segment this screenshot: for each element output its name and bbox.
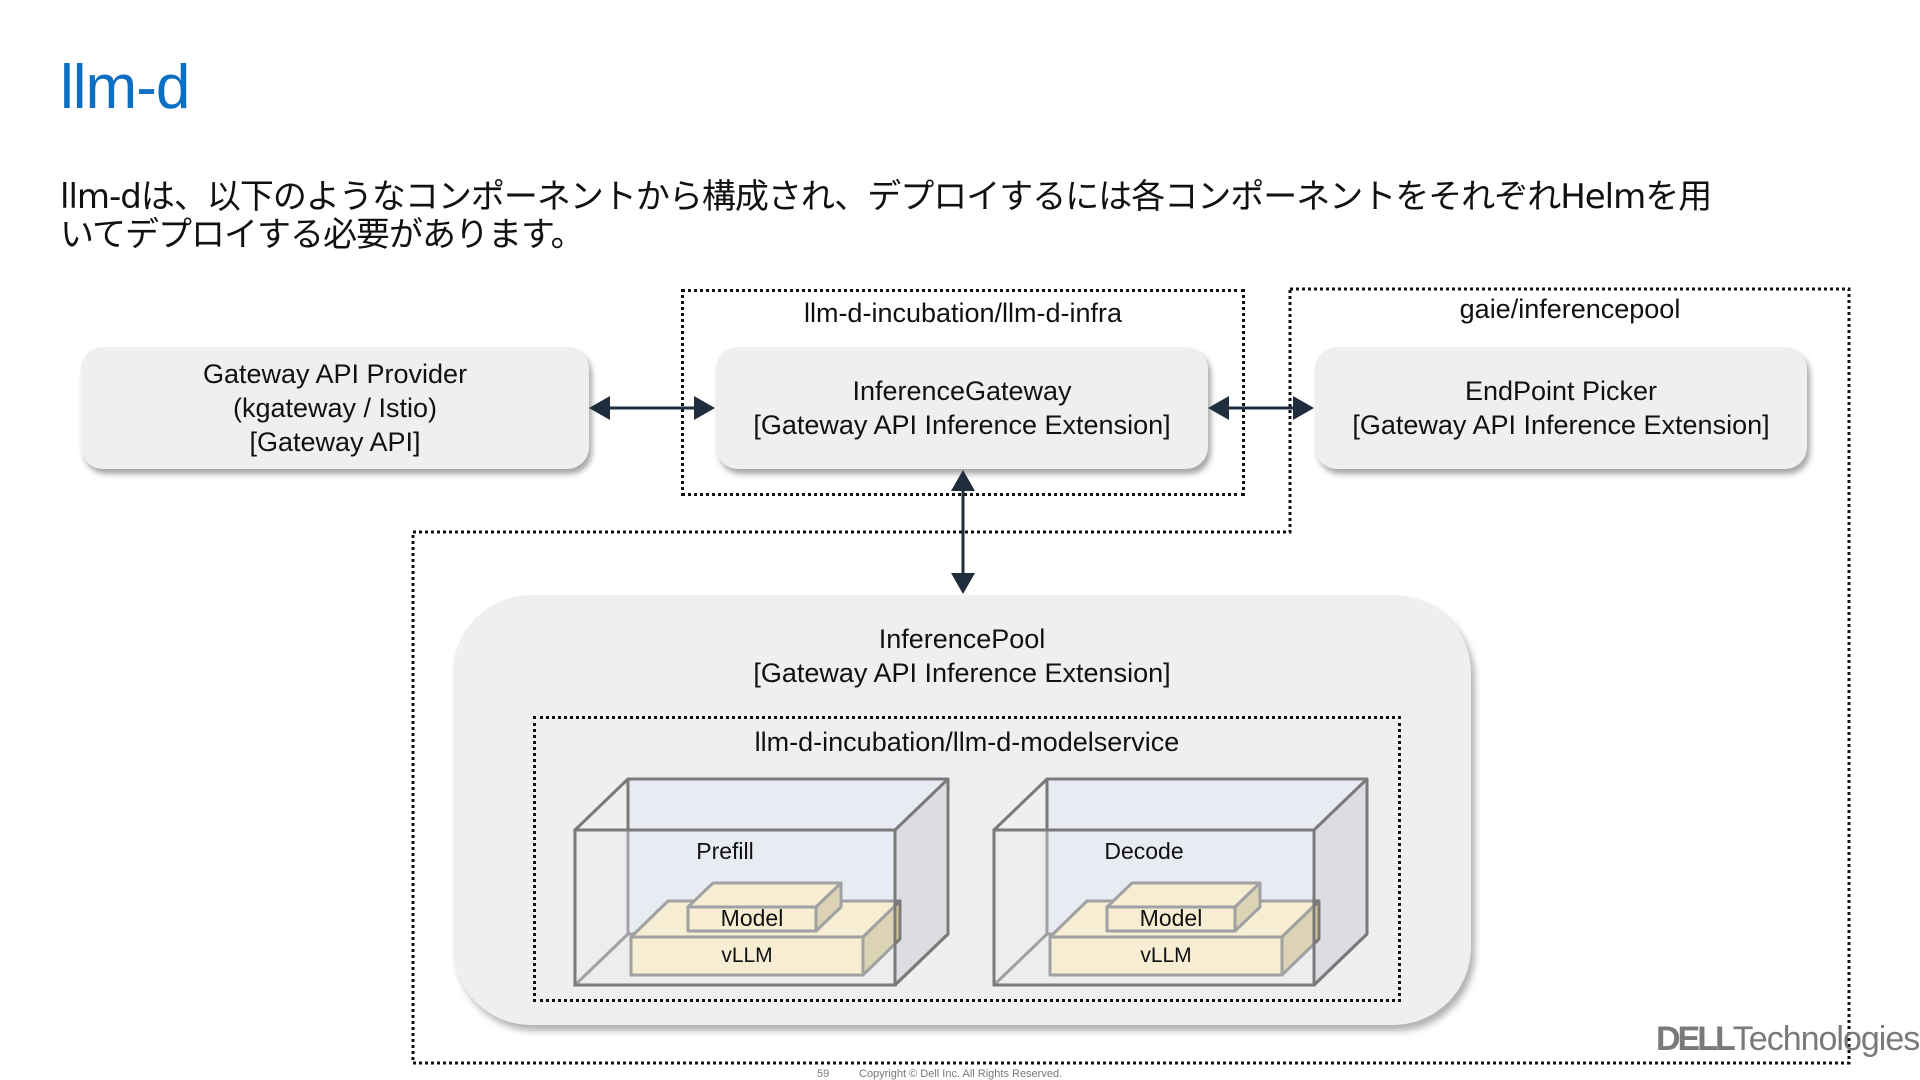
endpoint-picker-line2: [Gateway API Inference Extension]: [1352, 410, 1770, 440]
page-number: 59: [817, 1068, 830, 1080]
inferencepool-group-label: gaie/inferencepool: [1459, 294, 1681, 324]
gateway-provider-line2: (kgateway / Istio): [232, 393, 438, 423]
inference-pool-title: InferencePool [Gateway API Inference Ext…: [453, 622, 1471, 690]
gateway-provider-line1: Gateway API Provider: [202, 359, 468, 389]
inference-gateway-line2: [Gateway API Inference Extension]: [753, 410, 1171, 440]
modelservice-group-label: llm-d-incubation/llm-d-modelservice: [754, 727, 1180, 757]
vllm-label: vLLM: [1140, 944, 1192, 967]
infra-group-label: llm-d-incubation/llm-d-infra: [803, 298, 1123, 328]
endpoint-picker-line1: EndPoint Picker: [1464, 376, 1658, 406]
lead-line-2: いてデプロイする必要があります。: [60, 215, 585, 255]
endpoint-picker-node[interactable]: EndPoint Picker [Gateway API Inference E…: [1315, 347, 1807, 469]
pod-label: Prefill: [696, 838, 754, 864]
modelservice-group: [533, 716, 1401, 1002]
model-slab-front: [1105, 905, 1237, 933]
inference-pool-line2: [Gateway API Inference Extension]: [753, 658, 1171, 688]
pod-cube-front: [573, 828, 897, 987]
gateway-provider-line3: [Gateway API]: [249, 427, 421, 457]
model-label: Model: [1139, 905, 1203, 931]
inference-gateway-node[interactable]: InferenceGateway [Gateway API Inference …: [716, 347, 1208, 469]
logo-brand: DELL: [1656, 1020, 1736, 1058]
logo-suffix: Technologies: [1732, 1020, 1920, 1058]
pod-cube-front: [992, 828, 1316, 987]
copyright: Copyright © Dell Inc. All Rights Reserve…: [859, 1068, 1063, 1080]
model-label: Model: [720, 905, 784, 931]
gateway-provider-node[interactable]: Gateway API Provider (kgateway / Istio) …: [81, 347, 589, 469]
vllm-slab-front: [629, 935, 865, 977]
model-slab-front: [686, 905, 818, 933]
pod-label: Decode: [1104, 838, 1184, 864]
vllm-slab-front: [1048, 935, 1284, 977]
inference-pool-line1: InferencePool: [878, 624, 1046, 654]
vllm-label: vLLM: [721, 944, 773, 967]
inference-gateway-line1: InferenceGateway: [852, 376, 1072, 406]
lead-text: llm-dは、以下のようなコンポーネントから構成され、デプロイするには各コンポー…: [60, 178, 1880, 254]
lead-line-1: llm-dは、以下のようなコンポーネントから構成され、デプロイするには各コンポー…: [60, 177, 1712, 217]
dell-technologies-logo: DELLTechnologies: [1656, 1020, 1920, 1059]
slide-title: llm-d: [60, 53, 190, 122]
